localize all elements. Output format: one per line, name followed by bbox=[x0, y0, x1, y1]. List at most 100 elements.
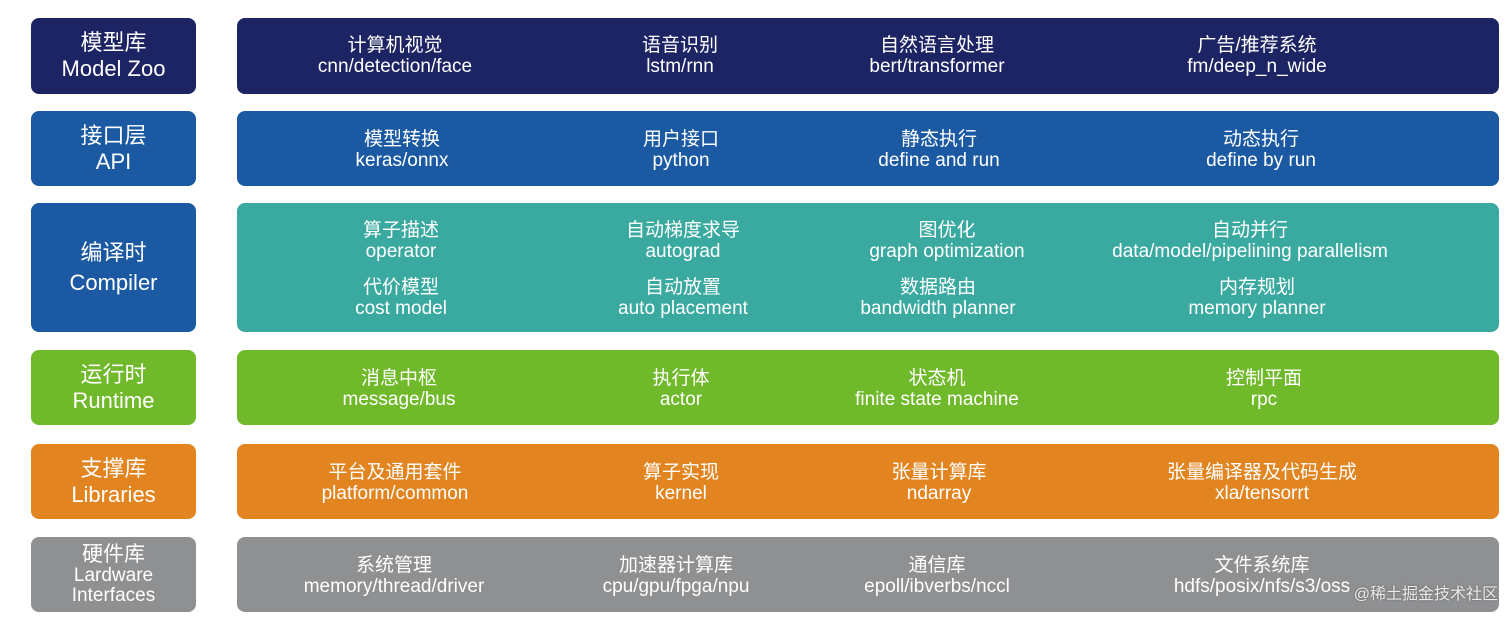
layer-label-hardware: 硬件库 Lardware Interfaces bbox=[31, 537, 196, 612]
layer-label-en: Runtime bbox=[72, 387, 155, 413]
component-cn: 内存规划 bbox=[1218, 277, 1295, 298]
component-en: data/model/pipelining parallelism bbox=[1112, 241, 1388, 262]
component-en: memory planner bbox=[1188, 298, 1326, 319]
component-en: finite state machine bbox=[855, 389, 1019, 410]
component-cn: 静态执行 bbox=[900, 129, 977, 150]
component-en: rpc bbox=[1250, 389, 1278, 410]
component-cell: 广告/推荐系统 fm/deep_n_wide bbox=[1187, 35, 1326, 77]
layer-body-compiler: 算子描述 operator 自动梯度求导 autograd 图优化 graph … bbox=[237, 203, 1499, 332]
component-en: memory/thread/driver bbox=[303, 576, 485, 597]
component-cell: 控制平面 rpc bbox=[1226, 368, 1302, 410]
component-cn: 状态机 bbox=[908, 368, 966, 389]
component-cn: 文件系统库 bbox=[1214, 555, 1310, 576]
component-en: autograd bbox=[645, 241, 721, 262]
layer-label-compiler: 编译时 Compiler bbox=[31, 203, 196, 332]
component-cn: 数据路由 bbox=[899, 277, 977, 298]
layer-body-libraries: 平台及通用套件 platform/common 算子实现 kernel 张量计算… bbox=[237, 444, 1499, 519]
component-cell: 用户接口 python bbox=[643, 129, 719, 171]
component-en: kernel bbox=[655, 483, 707, 504]
component-cell: 计算机视觉 cnn/detection/face bbox=[318, 35, 472, 77]
component-en: cost model bbox=[355, 298, 447, 319]
layer-label-cn: 运行时 bbox=[80, 361, 147, 387]
component-cn: 模型转换 bbox=[363, 129, 441, 150]
layer-label-en: Libraries bbox=[71, 481, 156, 507]
component-cell: 加速器计算库 cpu/gpu/fpga/npu bbox=[603, 555, 750, 597]
watermark: @稀土掘金技术社区 bbox=[1353, 586, 1498, 603]
layer-label-en: Lardware bbox=[73, 564, 154, 586]
component-en: ndarray bbox=[906, 483, 972, 504]
component-cell: 自动梯度求导 autograd bbox=[626, 220, 740, 262]
component-cn: 消息中枢 bbox=[360, 368, 438, 389]
component-cell: 张量编译器及代码生成 xla/tensorrt bbox=[1167, 462, 1357, 504]
component-cn: 控制平面 bbox=[1225, 368, 1303, 389]
component-cn: 通信库 bbox=[908, 555, 966, 576]
layer-label-model-zoo: 模型库 Model Zoo bbox=[31, 18, 196, 94]
component-cn: 平台及通用套件 bbox=[328, 462, 462, 483]
component-en: cnn/detection/face bbox=[317, 56, 473, 77]
component-cn: 算子实现 bbox=[642, 462, 720, 483]
layer-label-cn: 接口层 bbox=[80, 122, 147, 148]
layer-label-runtime: 运行时 Runtime bbox=[31, 350, 196, 425]
component-cell: 自动并行 data/model/pipelining parallelism bbox=[1112, 220, 1388, 262]
layer-label-cn: 编译时 bbox=[80, 239, 147, 265]
layer-body-runtime: 消息中枢 message/bus 执行体 actor 状态机 finite st… bbox=[237, 350, 1499, 425]
component-cell: 自动放置 auto placement bbox=[618, 277, 748, 319]
component-en: fm/deep_n_wide bbox=[1187, 56, 1327, 77]
component-en: define by run bbox=[1206, 150, 1316, 171]
component-cell: 系统管理 memory/thread/driver bbox=[304, 555, 485, 597]
component-cn: 自然语言处理 bbox=[879, 35, 994, 56]
component-cell: 自然语言处理 bert/transformer bbox=[869, 35, 1004, 77]
component-cn: 自动放置 bbox=[644, 277, 722, 298]
component-cell: 图优化 graph optimization bbox=[869, 220, 1024, 262]
component-cn: 计算机视觉 bbox=[347, 35, 443, 56]
layer-body-hardware: 系统管理 memory/thread/driver 加速器计算库 cpu/gpu… bbox=[237, 537, 1499, 612]
component-cell: 算子描述 operator bbox=[363, 220, 439, 262]
component-cn: 自动梯度求导 bbox=[625, 220, 741, 241]
component-cell: 数据路由 bandwidth planner bbox=[860, 277, 1015, 319]
component-cell: 算子实现 kernel bbox=[643, 462, 719, 504]
layer-label-en: API bbox=[95, 148, 132, 174]
component-cn: 自动并行 bbox=[1211, 220, 1289, 241]
component-cell: 语音识别 lstm/rnn bbox=[642, 35, 718, 77]
component-en: actor bbox=[659, 389, 703, 410]
component-cn: 代价模型 bbox=[362, 277, 439, 298]
component-cell: 消息中枢 message/bus bbox=[342, 368, 455, 410]
component-en: cpu/gpu/fpga/npu bbox=[602, 576, 750, 597]
layer-label-en: Interfaces bbox=[71, 584, 156, 606]
layer-label-cn: 支撑库 bbox=[80, 455, 147, 481]
layer-body-api: 模型转换 keras/onnx 用户接口 python 静态执行 define … bbox=[237, 111, 1499, 186]
component-en: auto placement bbox=[618, 298, 748, 319]
component-cell: 执行体 actor bbox=[652, 368, 709, 410]
component-cell: 代价模型 cost model bbox=[355, 277, 447, 319]
component-cn: 语音识别 bbox=[641, 35, 719, 56]
layer-label-en: Compiler bbox=[69, 269, 158, 295]
layer-label-cn: 硬件库 bbox=[82, 542, 145, 566]
component-cell: 通信库 epoll/ibverbs/nccl bbox=[864, 555, 1010, 597]
layer-label-api: 接口层 API bbox=[31, 111, 196, 186]
component-cn: 广告/推荐系统 bbox=[1197, 35, 1317, 56]
component-en: define and run bbox=[878, 150, 1000, 171]
component-cn: 系统管理 bbox=[355, 555, 432, 576]
layer-label-en: Model Zoo bbox=[61, 56, 166, 81]
layer-label-cn: 模型库 bbox=[80, 30, 147, 55]
component-en: hdfs/posix/nfs/s3/oss bbox=[1173, 576, 1351, 597]
component-cn: 用户接口 bbox=[642, 129, 720, 150]
component-en: epoll/ibverbs/nccl bbox=[864, 576, 1010, 597]
component-en: bandwidth planner bbox=[860, 298, 1016, 319]
component-cn: 算子描述 bbox=[362, 220, 440, 241]
component-cell: 张量计算库 ndarray bbox=[891, 462, 986, 504]
component-en: graph optimization bbox=[869, 241, 1025, 262]
component-en: bert/transformer bbox=[869, 56, 1005, 77]
component-cn: 张量编译器及代码生成 bbox=[1166, 462, 1358, 483]
component-cell: 文件系统库 hdfs/posix/nfs/s3/oss bbox=[1174, 555, 1350, 597]
component-cn: 加速器计算库 bbox=[618, 555, 734, 576]
component-cell: 内存规划 memory planner bbox=[1188, 277, 1325, 319]
component-en: operator bbox=[365, 241, 437, 262]
component-en: platform/common bbox=[321, 483, 469, 504]
component-cn: 动态执行 bbox=[1222, 129, 1300, 150]
component-en: message/bus bbox=[342, 389, 456, 410]
component-en: python bbox=[652, 150, 710, 171]
component-cell: 模型转换 keras/onnx bbox=[356, 129, 449, 171]
component-cell: 状态机 finite state machine bbox=[855, 368, 1019, 410]
layer-body-model-zoo: 计算机视觉 cnn/detection/face 语音识别 lstm/rnn 自… bbox=[237, 18, 1499, 94]
